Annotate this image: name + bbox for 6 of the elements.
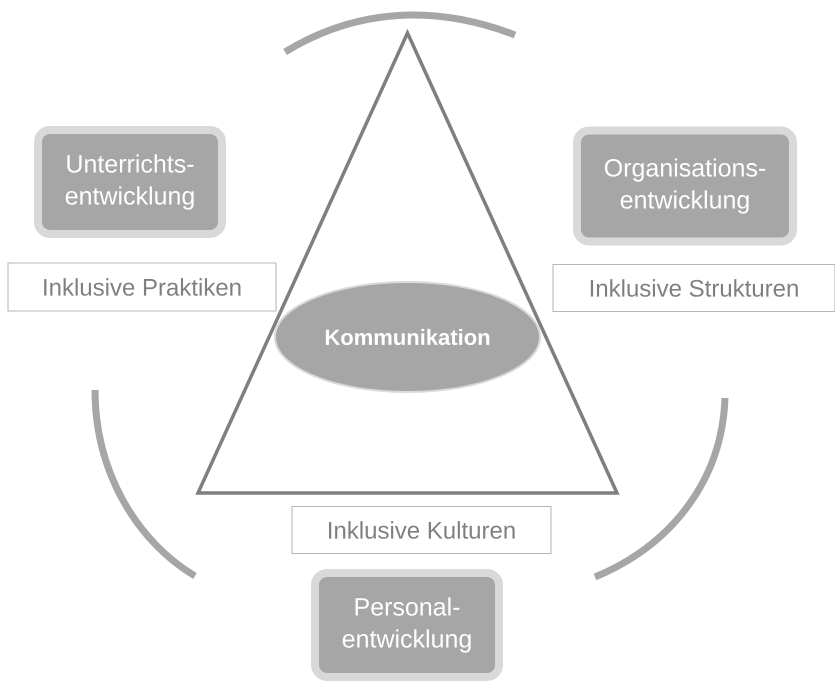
topic-box: Organisations- entwicklung [573,126,797,246]
text-frame: Inklusive Praktiken [8,262,276,312]
text-frame: Inklusive Kulturen [292,506,552,554]
topic-box: Personal- entwicklung [311,569,503,681]
topic-box: Unterrichts- entwicklung [34,126,226,238]
text-frame: Inklusive Strukturen [552,264,835,312]
